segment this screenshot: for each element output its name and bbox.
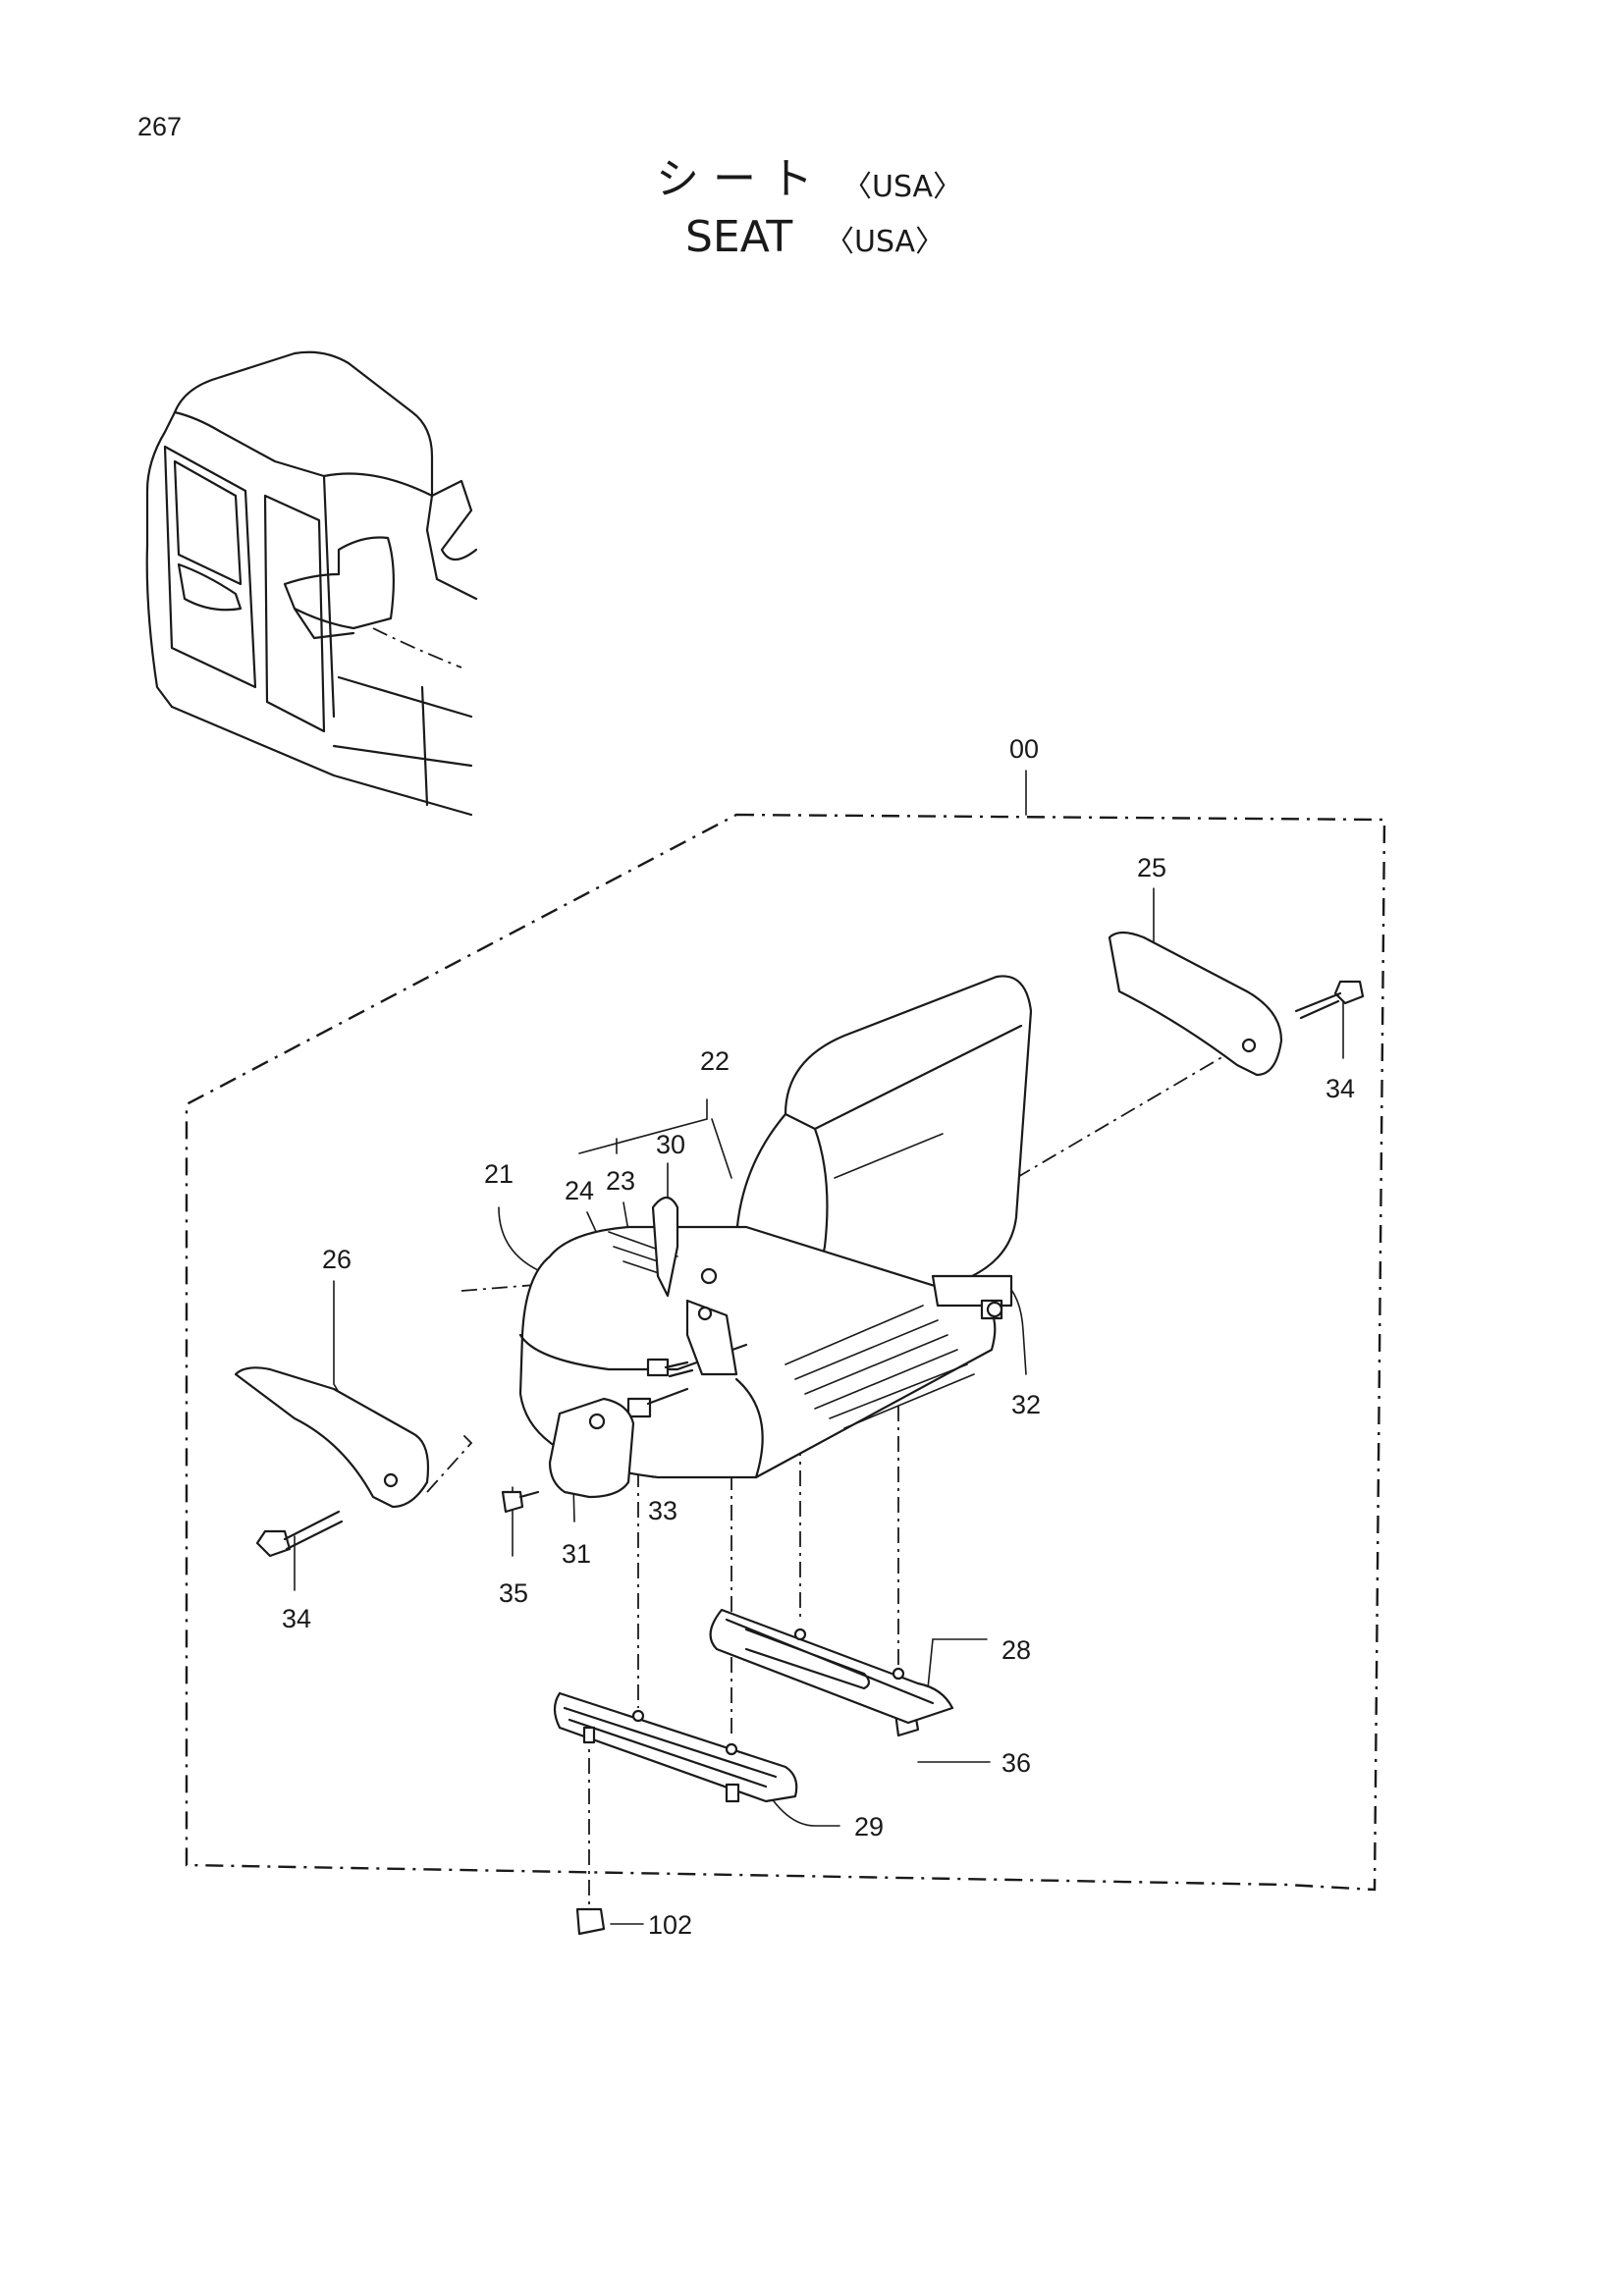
callout-32: 32: [1011, 1390, 1041, 1419]
callout-23: 23: [606, 1166, 635, 1196]
callout-labels: 00 25 34 22 30 21 24 23 26 32 33 31 34 3…: [282, 734, 1355, 1940]
callout-00: 00: [1009, 734, 1039, 764]
armrest-right: [1108, 931, 1283, 1077]
callout-25: 25: [1137, 853, 1166, 882]
slide-rail-right: [709, 1608, 954, 1725]
title-japanese-region: 〈USA〉: [842, 170, 962, 204]
callout-34: 34: [1325, 1074, 1355, 1103]
recline-lever: [651, 1196, 738, 1376]
callout-102: 102: [648, 1910, 692, 1940]
callout-21: 21: [484, 1159, 514, 1189]
title-english-region: 〈USA〉: [825, 225, 945, 259]
assembly-boundary: [185, 813, 1386, 1892]
callout-35: 35: [499, 1578, 528, 1608]
callout-34b: 34: [282, 1604, 311, 1633]
slide-rail-left: [553, 1691, 798, 1803]
callout-31: 31: [562, 1539, 591, 1569]
callout-36: 36: [1001, 1748, 1031, 1778]
title-english: SEAT: [685, 212, 792, 262]
callout-28: 28: [1001, 1635, 1031, 1665]
callout-29: 29: [854, 1812, 884, 1842]
callout-24: 24: [565, 1176, 594, 1205]
callout-30: 30: [656, 1130, 685, 1159]
callout-22: 22: [700, 1046, 730, 1076]
page-number: 267: [137, 112, 182, 141]
armrest-left: [234, 1366, 430, 1509]
callout-26: 26: [322, 1245, 352, 1274]
title-japanese: シ ー ト: [656, 154, 813, 204]
callout-33: 33: [648, 1496, 677, 1525]
cab-location-inset: [145, 350, 478, 817]
